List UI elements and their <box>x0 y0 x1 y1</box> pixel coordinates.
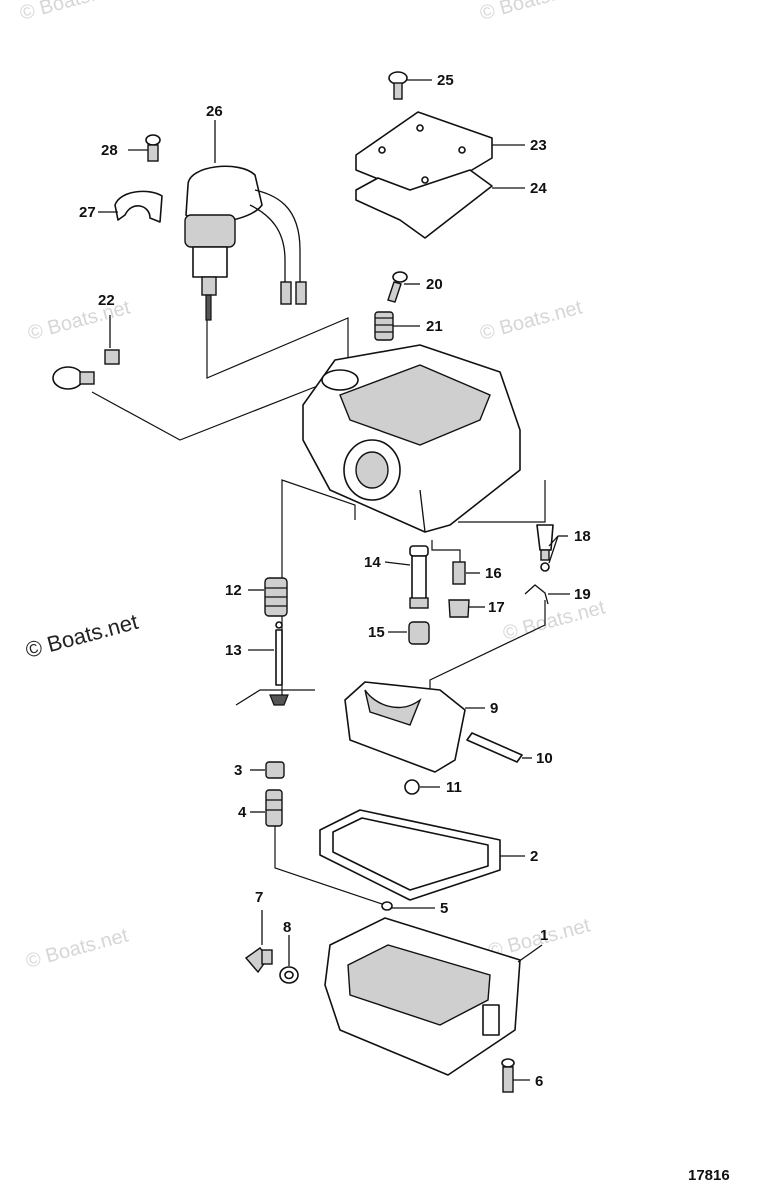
carburetor-body <box>302 344 521 533</box>
part-15-jet <box>408 621 430 645</box>
callout-28: 28 <box>101 142 118 159</box>
callout-9: 9 <box>490 700 498 717</box>
part-12-spring <box>264 577 288 617</box>
part-21-spring <box>374 311 394 341</box>
callout-18: 18 <box>574 528 591 545</box>
watermark-bottom-left: © Boats.net <box>24 924 131 972</box>
part-1-float-bowl <box>324 917 521 1076</box>
callout-11: 11 <box>446 779 462 796</box>
callout-23: 23 <box>530 137 547 154</box>
callout-24: 24 <box>530 180 547 197</box>
callout-2: 2 <box>530 848 538 865</box>
watermark-top-left: © Boats.net <box>18 0 125 25</box>
part-20-screw <box>387 271 408 303</box>
part-3-seat <box>265 761 285 779</box>
callout-17: 17 <box>488 599 505 616</box>
part-26-solenoid <box>184 165 307 321</box>
part-22-screw <box>52 349 120 390</box>
part-13-needle <box>269 621 289 706</box>
part-10-pin <box>466 732 523 763</box>
part-11-screw <box>404 779 420 795</box>
callout-21: 21 <box>426 318 443 335</box>
part-19-clip <box>524 584 549 605</box>
callout-14: 14 <box>364 554 381 571</box>
part-14-nozzle <box>409 545 429 609</box>
callout-22: 22 <box>98 292 115 309</box>
part-17-cap <box>448 599 470 618</box>
watermark-lower-right: © Boats.net <box>501 596 608 644</box>
callout-27: 27 <box>79 204 96 221</box>
callout-6: 6 <box>535 1073 543 1090</box>
callout-7: 7 <box>255 889 263 906</box>
part-2-gasket <box>319 809 501 901</box>
watermark-dark: © Boats.net <box>23 609 141 663</box>
callout-12: 12 <box>225 582 242 599</box>
callout-26: 26 <box>206 103 223 120</box>
callout-5: 5 <box>440 900 448 917</box>
part-27-clamp <box>114 190 163 223</box>
watermark-top-right: © Boats.net <box>478 0 585 25</box>
watermark-mid-left: © Boats.net <box>26 296 133 344</box>
callout-10: 10 <box>536 750 553 767</box>
part-7-screw <box>244 947 273 974</box>
leader-lines <box>98 79 570 1081</box>
callout-20: 20 <box>426 276 443 293</box>
callout-15: 15 <box>368 624 385 641</box>
part-16-jet <box>452 561 466 585</box>
part-4-spring <box>265 789 283 827</box>
part-6-screw <box>501 1058 515 1093</box>
part-8-washer <box>279 966 299 984</box>
watermark-mid-right: © Boats.net <box>478 296 585 344</box>
callout-3: 3 <box>234 762 242 779</box>
callout-8: 8 <box>283 919 291 936</box>
part-24-gasket <box>355 169 493 239</box>
callout-4: 4 <box>238 804 247 821</box>
callout-13: 13 <box>225 642 242 659</box>
part-5-screw <box>381 901 393 911</box>
part-25-screw <box>388 71 408 100</box>
figure-number: 17816 <box>688 1167 730 1184</box>
part-28-screw <box>145 134 161 162</box>
callout-1: 1 <box>540 927 548 944</box>
part-18-valve <box>536 524 554 572</box>
callout-25: 25 <box>437 72 454 89</box>
callouts: 25 23 24 26 28 27 22 20 21 18 14 16 19 1… <box>79 72 591 1090</box>
callout-19: 19 <box>574 586 591 603</box>
part-9-float <box>344 681 466 773</box>
callout-16: 16 <box>485 565 502 582</box>
